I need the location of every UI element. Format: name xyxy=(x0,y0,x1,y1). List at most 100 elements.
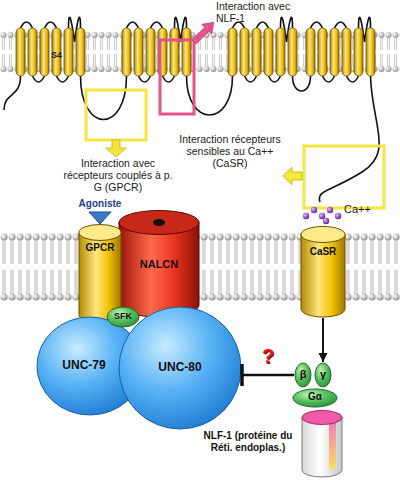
c-terminus xyxy=(319,76,379,202)
transmembrane-helix xyxy=(134,28,143,76)
node-text: UNC-80 xyxy=(118,361,242,375)
node-text: CaSR xyxy=(300,246,346,258)
helix-loop xyxy=(163,76,175,82)
ion-label: Ca++ xyxy=(344,203,384,215)
helix-loop xyxy=(323,76,335,82)
arrow-head xyxy=(319,353,328,362)
helix-loop xyxy=(45,22,57,28)
transmembrane-helix xyxy=(76,28,85,76)
agonist-ligand: Agoniste xyxy=(72,198,128,225)
pointer-arrow xyxy=(189,17,219,47)
pointer-arrow xyxy=(106,140,126,157)
g-protein-subunit: γ xyxy=(314,362,332,388)
transmembrane-helix xyxy=(122,28,131,76)
helix-loop xyxy=(269,76,281,82)
channel-pore xyxy=(153,219,165,226)
cylinder-body xyxy=(302,417,342,477)
transmembrane-helix xyxy=(306,28,315,76)
transmembrane-helix xyxy=(342,28,351,76)
transmembrane-helix xyxy=(40,28,49,76)
highlight-box xyxy=(86,90,146,140)
node-text: SFK xyxy=(106,311,140,321)
transmembrane-helix xyxy=(264,28,273,76)
agonist-triangle xyxy=(89,212,111,224)
transmembrane-helix xyxy=(252,28,261,76)
segment-label: S4 xyxy=(49,50,64,60)
protein-loops xyxy=(4,17,379,202)
helix-loop xyxy=(311,22,323,28)
connector-line xyxy=(322,318,324,362)
transmembrane-helix xyxy=(16,28,25,76)
transmembrane-helix xyxy=(228,28,237,76)
cylinder-top xyxy=(302,411,342,425)
highlight-box xyxy=(304,146,384,208)
helix-loop xyxy=(347,76,359,82)
node-text: γ xyxy=(314,368,332,381)
node-text: Gα xyxy=(292,391,338,403)
shape-outline xyxy=(315,363,331,387)
protein-circle: UNC-80 xyxy=(118,306,242,430)
helix-loop xyxy=(139,76,151,82)
helix-loop xyxy=(245,76,257,82)
cylinder-top xyxy=(119,211,199,235)
node-text: NLF-1 (protéine du Réti. endoplas.) xyxy=(196,430,300,453)
connector-line xyxy=(242,374,294,377)
pointer-arrow xyxy=(283,167,302,185)
highlight-box xyxy=(160,40,194,114)
cylinder-body xyxy=(119,222,199,317)
node-text: NALCN xyxy=(118,258,200,271)
cylinder-stripe xyxy=(329,421,336,469)
transmembrane-helix xyxy=(288,28,297,76)
node-text: GPCR xyxy=(78,242,122,254)
g-protein-subunit: Gα xyxy=(292,388,338,408)
calcium-ion xyxy=(323,218,329,224)
shape-outline xyxy=(119,307,241,429)
cylinder-body xyxy=(301,234,345,317)
g-protein-subunit: β xyxy=(294,362,312,388)
receptor-cylinder: CaSR xyxy=(300,226,346,318)
shape-outline xyxy=(295,363,311,387)
n-terminus xyxy=(4,76,21,110)
transmembrane-helix xyxy=(170,28,179,76)
cylinder-top xyxy=(301,227,345,243)
calcium-ions xyxy=(303,207,341,224)
node-text: β xyxy=(294,368,312,381)
helix-loop xyxy=(33,76,45,82)
node-text: Agoniste xyxy=(72,198,128,210)
shape-outline xyxy=(107,307,139,327)
er-protein-cylinder: NLF-1 (protéine du Réti. endoplas.) xyxy=(196,410,348,478)
calcium-ion xyxy=(303,213,309,219)
helix-loop xyxy=(127,22,139,28)
annotation-text: Interaction avec récepteurs couplés à p.… xyxy=(62,158,174,193)
transmembrane-helix xyxy=(330,28,339,76)
helix-loop xyxy=(151,22,163,28)
helix-loop xyxy=(335,22,347,28)
channel-cylinder: NALCN xyxy=(118,210,200,318)
transmembrane-helix xyxy=(64,28,73,76)
helix-loop xyxy=(257,22,269,28)
calcium-ion xyxy=(319,213,325,219)
transmembrane-helix xyxy=(318,28,327,76)
nalcn-topology xyxy=(0,17,400,208)
kinase-oval: SFK xyxy=(106,306,140,328)
transmembrane-helix xyxy=(354,28,363,76)
transmembrane-helix xyxy=(366,28,375,76)
loop-iii-iv xyxy=(293,76,311,91)
calcium-ion xyxy=(335,213,341,219)
shape-outline xyxy=(293,389,337,407)
transmembrane-helix xyxy=(146,28,155,76)
calcium-ion xyxy=(327,207,333,213)
connector xyxy=(319,318,328,362)
helix-loop xyxy=(57,76,69,82)
transmembrane-helix xyxy=(276,28,285,76)
transmembrane-helix xyxy=(182,28,191,76)
edge-label: ? xyxy=(256,345,280,367)
transmembrane-helix xyxy=(28,28,37,76)
annotation-text: Interaction récepteurs sensibles au Ca++… xyxy=(178,134,282,169)
cylinder-top xyxy=(79,225,121,241)
annotation-text: Interaction avec NLF-1 xyxy=(216,1,292,25)
receptor-cylinder-shape xyxy=(300,226,346,318)
node-text: UNC-79 xyxy=(56,359,112,373)
calcium-ion xyxy=(311,207,317,213)
